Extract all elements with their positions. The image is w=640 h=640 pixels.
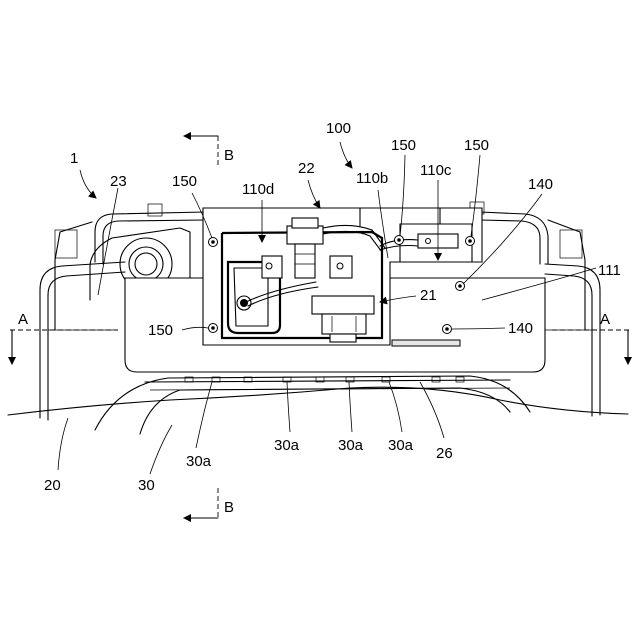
label-20: 20: [44, 477, 61, 494]
label-100: 100: [326, 120, 351, 137]
label-26: 26: [436, 445, 453, 462]
section-label-a-left: A: [18, 311, 28, 328]
label-30a: 30a: [388, 437, 414, 454]
break-line: [8, 387, 628, 415]
label-30a: 30a: [274, 437, 300, 454]
label-30a: 30a: [186, 453, 212, 470]
section-label-a-right: A: [600, 311, 610, 328]
label-110c: 110c: [420, 162, 452, 179]
section-label-b-top: B: [224, 147, 234, 164]
label-111: 111: [598, 262, 621, 279]
label-22: 22: [298, 160, 315, 177]
label-23: 23: [110, 173, 127, 190]
label-150: 150: [464, 137, 489, 154]
label-150: 150: [172, 173, 197, 190]
label-140: 140: [508, 320, 533, 337]
section-label-b-bottom: B: [224, 499, 234, 516]
label-30: 30: [138, 477, 155, 494]
label-21: 21: [420, 287, 437, 304]
label-150: 150: [148, 322, 173, 339]
label-30a: 30a: [338, 437, 364, 454]
label-150: 150: [391, 137, 416, 154]
label-110d: 110d: [242, 181, 274, 198]
front-cover-30: [95, 376, 530, 434]
label-140: 140: [528, 176, 553, 193]
label-110b: 110b: [356, 170, 388, 187]
label-1: 1: [70, 150, 78, 167]
